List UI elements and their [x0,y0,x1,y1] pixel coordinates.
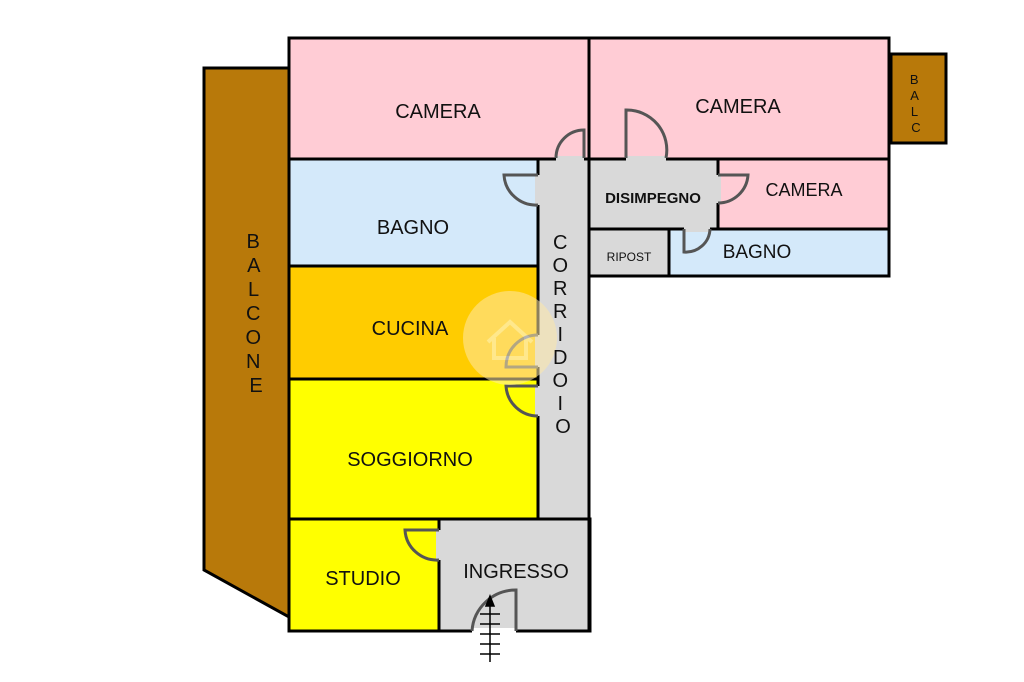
door-swing-bagno-1 [502,173,539,207]
label-soggiorno: SOGGIORNO [347,449,473,471]
door-gap-camera-1 [556,156,584,162]
label-ripost: RIPOST [607,250,652,264]
door-gap-bagno-2 [684,226,710,232]
bagno-1-area [287,157,540,268]
door-swing-bagno-2 [682,228,712,254]
door-gap-camera-2 [626,156,666,162]
label-cucina: CUCINA [372,318,449,340]
label-studio: STUDIO [325,568,401,590]
camera-2-area [587,36,891,161]
door-swing-studio [403,528,440,562]
soggiorno-area [287,377,540,521]
label-camera-3: CAMERA [765,180,842,200]
studio-area [287,517,441,633]
label-balc-small: B A L C [910,72,922,135]
outer-wall [287,36,891,633]
door-swing-soggiorno [504,384,539,418]
label-corridoio: C O R R I D O I O [552,232,573,438]
label-ingresso: INGRESSO [463,561,569,583]
bagno-2-area [667,227,891,278]
door-swing-camera-1 [554,128,586,159]
door-gap-soggiorno [535,386,541,416]
label-disimpegno: DISIMPEGNO [605,190,701,207]
label-balcone: B A L C O N E [245,231,266,397]
camera-1-area [287,36,591,161]
label-bagno-1: BAGNO [377,217,449,239]
door-swing-camera-3 [717,173,750,205]
door-gap-camera-3 [715,175,721,203]
label-camera-1: CAMERA [395,101,481,123]
door-gap-studio [436,530,442,560]
door-gap-entrance [472,628,516,634]
label-camera-2: CAMERA [695,96,781,118]
entrance-arrow-icon [480,593,500,662]
balc-small-area [889,52,948,145]
watermark-logo [463,291,557,385]
door-swing-camera-2 [624,108,669,159]
door-gap-bagno-1 [535,175,541,205]
label-bagno-2: BAGNO [723,242,792,263]
